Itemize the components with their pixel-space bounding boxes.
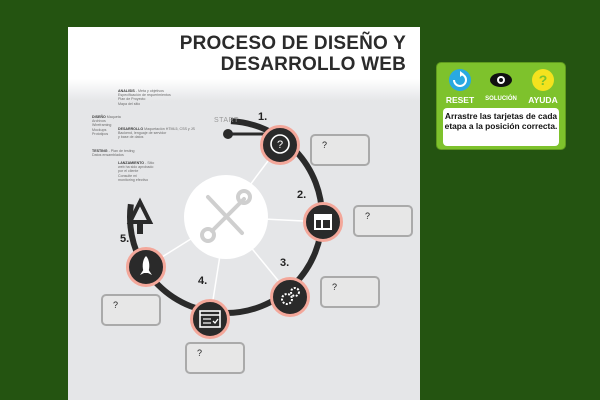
note-analisis: ANALISIS - Meta y objetivos Especificaci… (118, 89, 171, 106)
svg-text:?: ? (539, 72, 548, 88)
drop-slot-1[interactable]: ? (310, 134, 370, 166)
step-number-5: 5. (120, 233, 130, 245)
drop-slot-2[interactable]: ? (353, 205, 413, 237)
start-label: START (214, 117, 239, 124)
instructions-text: Arrastre las tarjetas de cada etapa a la… (443, 108, 559, 146)
note-desarrollo: DESARROLLO Maquetación HTML5, CSS y JS B… (118, 127, 195, 140)
note-testing: TESTING - Plan de testing Datos ensambla… (92, 149, 135, 158)
note-diseno: DISEÑO Maqueta Archivos Wireframing Mock… (92, 115, 121, 136)
gears-icon (281, 287, 300, 305)
drop-slot-5[interactable]: ? (101, 294, 161, 326)
rocket-icon (140, 256, 152, 275)
step-5-node[interactable] (126, 247, 166, 287)
step-4-node[interactable] (190, 299, 230, 339)
chat-question-icon: ? (270, 134, 290, 154)
drop-slot-3[interactable]: ? (320, 276, 380, 308)
reset-button[interactable]: RESET (440, 67, 480, 105)
drop-slot-4[interactable]: ? (185, 342, 245, 374)
eye-icon (490, 73, 512, 87)
wrench-screwdriver-icon (200, 189, 252, 243)
step-3-node[interactable] (270, 277, 310, 317)
step-number-4: 4. (198, 275, 208, 287)
step-number-2: 2. (297, 189, 307, 201)
note-lanzamiento: LANZAMIENTO - Sitio web ha sido aprobado… (118, 161, 155, 182)
page-title: PROCESO DE DISEÑO Y DESARROLLO WEB (179, 33, 406, 75)
reset-icon (449, 69, 471, 91)
tools-hub (184, 175, 268, 259)
help-icon: ? (532, 69, 554, 91)
step-2-node[interactable] (303, 202, 343, 242)
control-panel: RESET SOLUCIÓN ? AYUDA Arrastre las tarj… (436, 62, 566, 150)
solucion-button[interactable]: SOLUCIÓN (481, 67, 521, 105)
browser-checklist-icon (199, 310, 221, 328)
step-number-1: 1. (258, 111, 268, 123)
step-number-3: 3. (280, 257, 290, 269)
layout-icon (314, 214, 332, 230)
svg-text:?: ? (277, 139, 283, 151)
ayuda-button[interactable]: ? AYUDA (523, 67, 563, 105)
step-1-node[interactable]: ? (260, 125, 300, 165)
